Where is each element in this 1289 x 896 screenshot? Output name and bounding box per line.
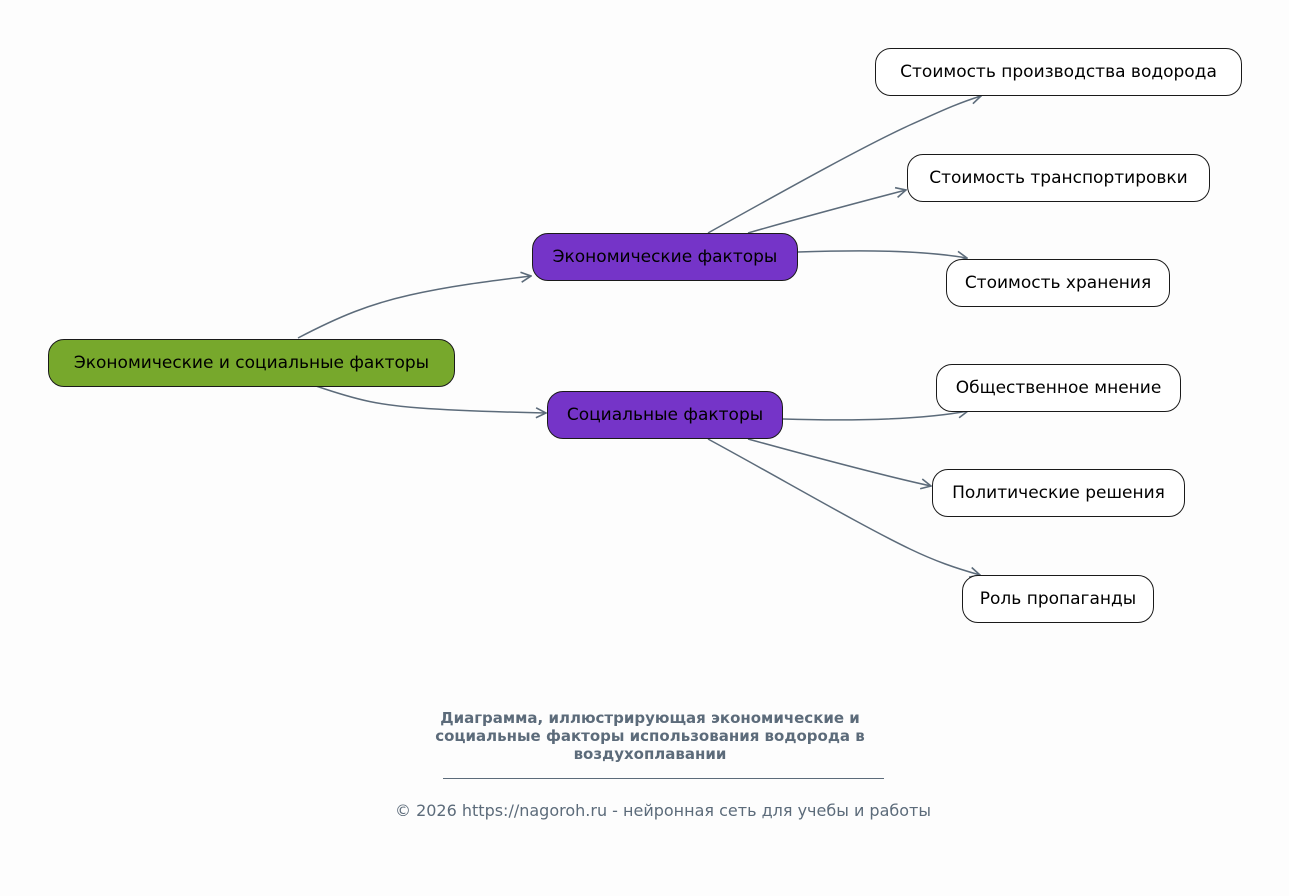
- node-public-opinion[interactable]: Общественное мнение: [936, 364, 1181, 412]
- node-economic-factors[interactable]: Экономические факторы: [532, 233, 798, 281]
- diagram-caption: Диаграмма, иллюстрирующая экономические …: [0, 709, 1289, 763]
- edge-soc-3: [707, 438, 980, 575]
- node-label: Политические решения: [952, 483, 1165, 503]
- caption-divider: [443, 778, 884, 779]
- edge-soc-1: [782, 411, 968, 421]
- node-label: Экономические факторы: [552, 247, 778, 267]
- node-transport-cost[interactable]: Стоимость транспортировки: [907, 154, 1210, 202]
- node-storage-cost[interactable]: Стоимость хранения: [946, 259, 1170, 307]
- caption-line-3: воздухоплавании: [573, 745, 727, 763]
- node-label: Стоимость транспортировки: [929, 168, 1188, 188]
- root-node-label: Экономические и социальные факторы: [73, 353, 430, 373]
- node-label: Стоимость хранения: [964, 273, 1152, 293]
- node-political-decisions[interactable]: Политические решения: [932, 469, 1185, 517]
- edge-econ-3: [797, 250, 967, 258]
- edge-soc-2: [747, 438, 931, 486]
- node-social-factors[interactable]: Социальные факторы: [547, 391, 783, 439]
- node-propaganda-role[interactable]: Роль пропаганды: [962, 575, 1154, 623]
- node-label: Стоимость производства водорода: [900, 62, 1217, 82]
- edge-econ-2: [747, 190, 906, 234]
- node-label: Роль пропаганды: [979, 589, 1137, 609]
- edge-econ-1: [707, 96, 981, 234]
- footer-copyright: © 2026 https://nagoroh.ru - нейронная се…: [394, 801, 931, 820]
- node-label: Общественное мнение: [955, 378, 1162, 398]
- root-node[interactable]: Экономические и социальные факторы: [48, 339, 455, 387]
- edge-root-econ: [297, 276, 531, 339]
- edge-root-soc: [315, 385, 546, 413]
- node-label: Социальные факторы: [566, 405, 764, 425]
- caption-line-1: Диаграмма, иллюстрирующая экономические …: [440, 709, 860, 727]
- caption-line-2: социальные факторы использования водород…: [435, 727, 865, 745]
- node-production-cost[interactable]: Стоимость производства водорода: [875, 48, 1242, 96]
